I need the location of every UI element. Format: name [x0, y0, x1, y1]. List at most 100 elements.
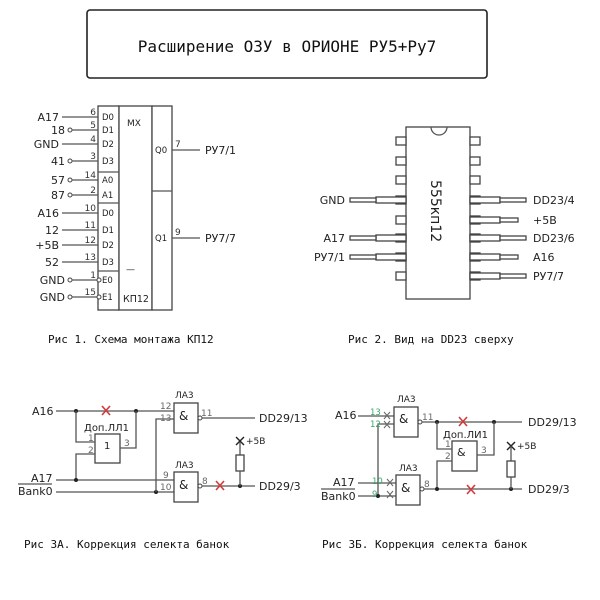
fig1-port-label: D0: [102, 113, 114, 123]
fig1-port-label: E0: [102, 276, 113, 286]
fig3a-input-bank0: Bank0: [18, 485, 53, 498]
fig1-port-label: D3: [102, 258, 114, 268]
title-box: [86, 9, 488, 79]
fig2-right-pin: [469, 175, 481, 185]
fig1-port-label: D3: [102, 157, 114, 167]
svg-text:&: &: [399, 412, 408, 426]
fig3b-gate1: [393, 406, 419, 438]
svg-text:1: 1: [104, 441, 110, 452]
fig3a-power-cross: [235, 436, 245, 446]
fig3a-cut-mark-1: [101, 405, 111, 416]
fig3a-input-a16: A16: [32, 405, 54, 418]
fig3b-power-label: +5В: [517, 442, 536, 452]
fig1-pin-number: 15: [85, 288, 96, 298]
svg-text:ЛА3: ЛА3: [175, 391, 194, 401]
fig1-output-port: Q0: [155, 146, 167, 156]
fig3a-extra-gate-name: Доп.ЛЛ1: [84, 423, 129, 434]
fig1-output-pin: 9: [175, 228, 181, 238]
fig1-output-column: [151, 105, 173, 311]
fig1-mx-label: MX: [127, 119, 141, 129]
fig1-pin-number: 1: [90, 271, 96, 281]
svg-text:13: 13: [370, 408, 381, 418]
fig2-right-pin: [469, 136, 481, 146]
fig2-caption: Рис 2. Вид на DD23 сверху: [348, 333, 514, 346]
fig2-chip-body: [405, 126, 471, 300]
fig1-pin-number: 5: [90, 121, 96, 131]
fig3a-output-dd29-13: DD29/13: [259, 412, 308, 425]
fig1-caption: Рис 1. Схема монтажа КП12: [48, 333, 214, 346]
fig2-right-pin-label: A16: [533, 251, 555, 264]
fig1-output-signal: РУ7/7: [205, 232, 236, 245]
fig1-port-label: D1: [102, 226, 114, 236]
fig3b-output-dd29-3: DD29/3: [528, 483, 570, 496]
fig1-port-label: D0: [102, 209, 114, 219]
fig1-pin-number: 14: [85, 171, 97, 181]
fig1-output-pin: 7: [175, 140, 181, 150]
svg-text:&: &: [457, 446, 466, 459]
fig3b-extra-gate-name: Доп.ЛИ1: [443, 430, 488, 441]
svg-text:&: &: [179, 478, 188, 492]
fig3a-caption: Рис 3А. Коррекция селекта банок: [24, 538, 230, 551]
fig1-input-signal: 52: [45, 256, 59, 269]
fig3b-input-bank0: Bank0: [321, 490, 356, 503]
fig1-port-label: E1: [102, 293, 113, 303]
fig2-notch: [430, 126, 448, 136]
svg-text:12: 12: [160, 402, 171, 412]
fig3b-input-a16: A16: [335, 409, 357, 422]
fig2-chip-name: 555кп12: [427, 180, 443, 242]
fig1-port-label: D2: [102, 241, 114, 251]
svg-text:1: 1: [88, 434, 94, 444]
fig3b-resistor: [506, 460, 516, 478]
svg-text:ЛА3: ЛА3: [399, 464, 418, 474]
fig3b-extra-gate: [451, 440, 478, 472]
svg-text:9: 9: [163, 471, 169, 481]
fig3b-cut-mark-2: [466, 484, 476, 495]
fig1-port-label: A1: [102, 191, 113, 201]
fig2-right-pin-label: DD23/6: [533, 232, 575, 245]
fig1-input-signal: 57: [51, 174, 65, 187]
fig2-left-pin-label: GND: [320, 194, 345, 207]
svg-text:9: 9: [372, 490, 377, 500]
fig1-input-signal: GND: [40, 291, 65, 304]
svg-text:&: &: [179, 409, 188, 423]
fig1-input-signal: A17: [37, 111, 59, 124]
fig2-right-pin-label: DD23/4: [533, 194, 575, 207]
fig1-output-signal: РУ7/1: [205, 144, 236, 157]
fig3a-cut-mark-2: [215, 480, 225, 491]
fig2-right-pin: [469, 156, 481, 166]
fig1-pin-number: 2: [90, 186, 96, 196]
fig3a-input-a17: A17: [31, 472, 53, 485]
svg-text:2: 2: [88, 446, 94, 456]
fig3a-bank-select: A16 A17 Bank0 Доп.ЛЛ1 1 1 2 3 ЛА3 & 12 1…: [18, 391, 308, 551]
fig2-left-pin: [395, 136, 407, 146]
fig2-left-pin-label: A17: [323, 232, 345, 245]
fig1-port-label: A0: [102, 176, 113, 186]
fig2-right-pin-label: +5В: [533, 214, 557, 227]
fig3a-power-label: +5В: [246, 437, 265, 447]
fig1-pin-number: 6: [90, 108, 96, 118]
fig3b-output-dd29-13: DD29/13: [528, 416, 577, 429]
fig2-left-pin-label: РУ7/1: [314, 251, 345, 264]
svg-text:2: 2: [445, 452, 451, 462]
fig2-left-pin: [395, 175, 407, 185]
fig1-input-signal: GND: [40, 274, 65, 287]
fig1-input-signal: +5В: [35, 239, 59, 252]
svg-text:8: 8: [424, 480, 430, 490]
svg-text:ЛА3: ЛА3: [397, 395, 416, 405]
fig1-port-label: D1: [102, 126, 114, 136]
fig3b-caption: Рис 3Б. Коррекция селекта банок: [322, 538, 528, 551]
fig1-output-row: Q0 7 РУ7/1: [155, 140, 236, 157]
